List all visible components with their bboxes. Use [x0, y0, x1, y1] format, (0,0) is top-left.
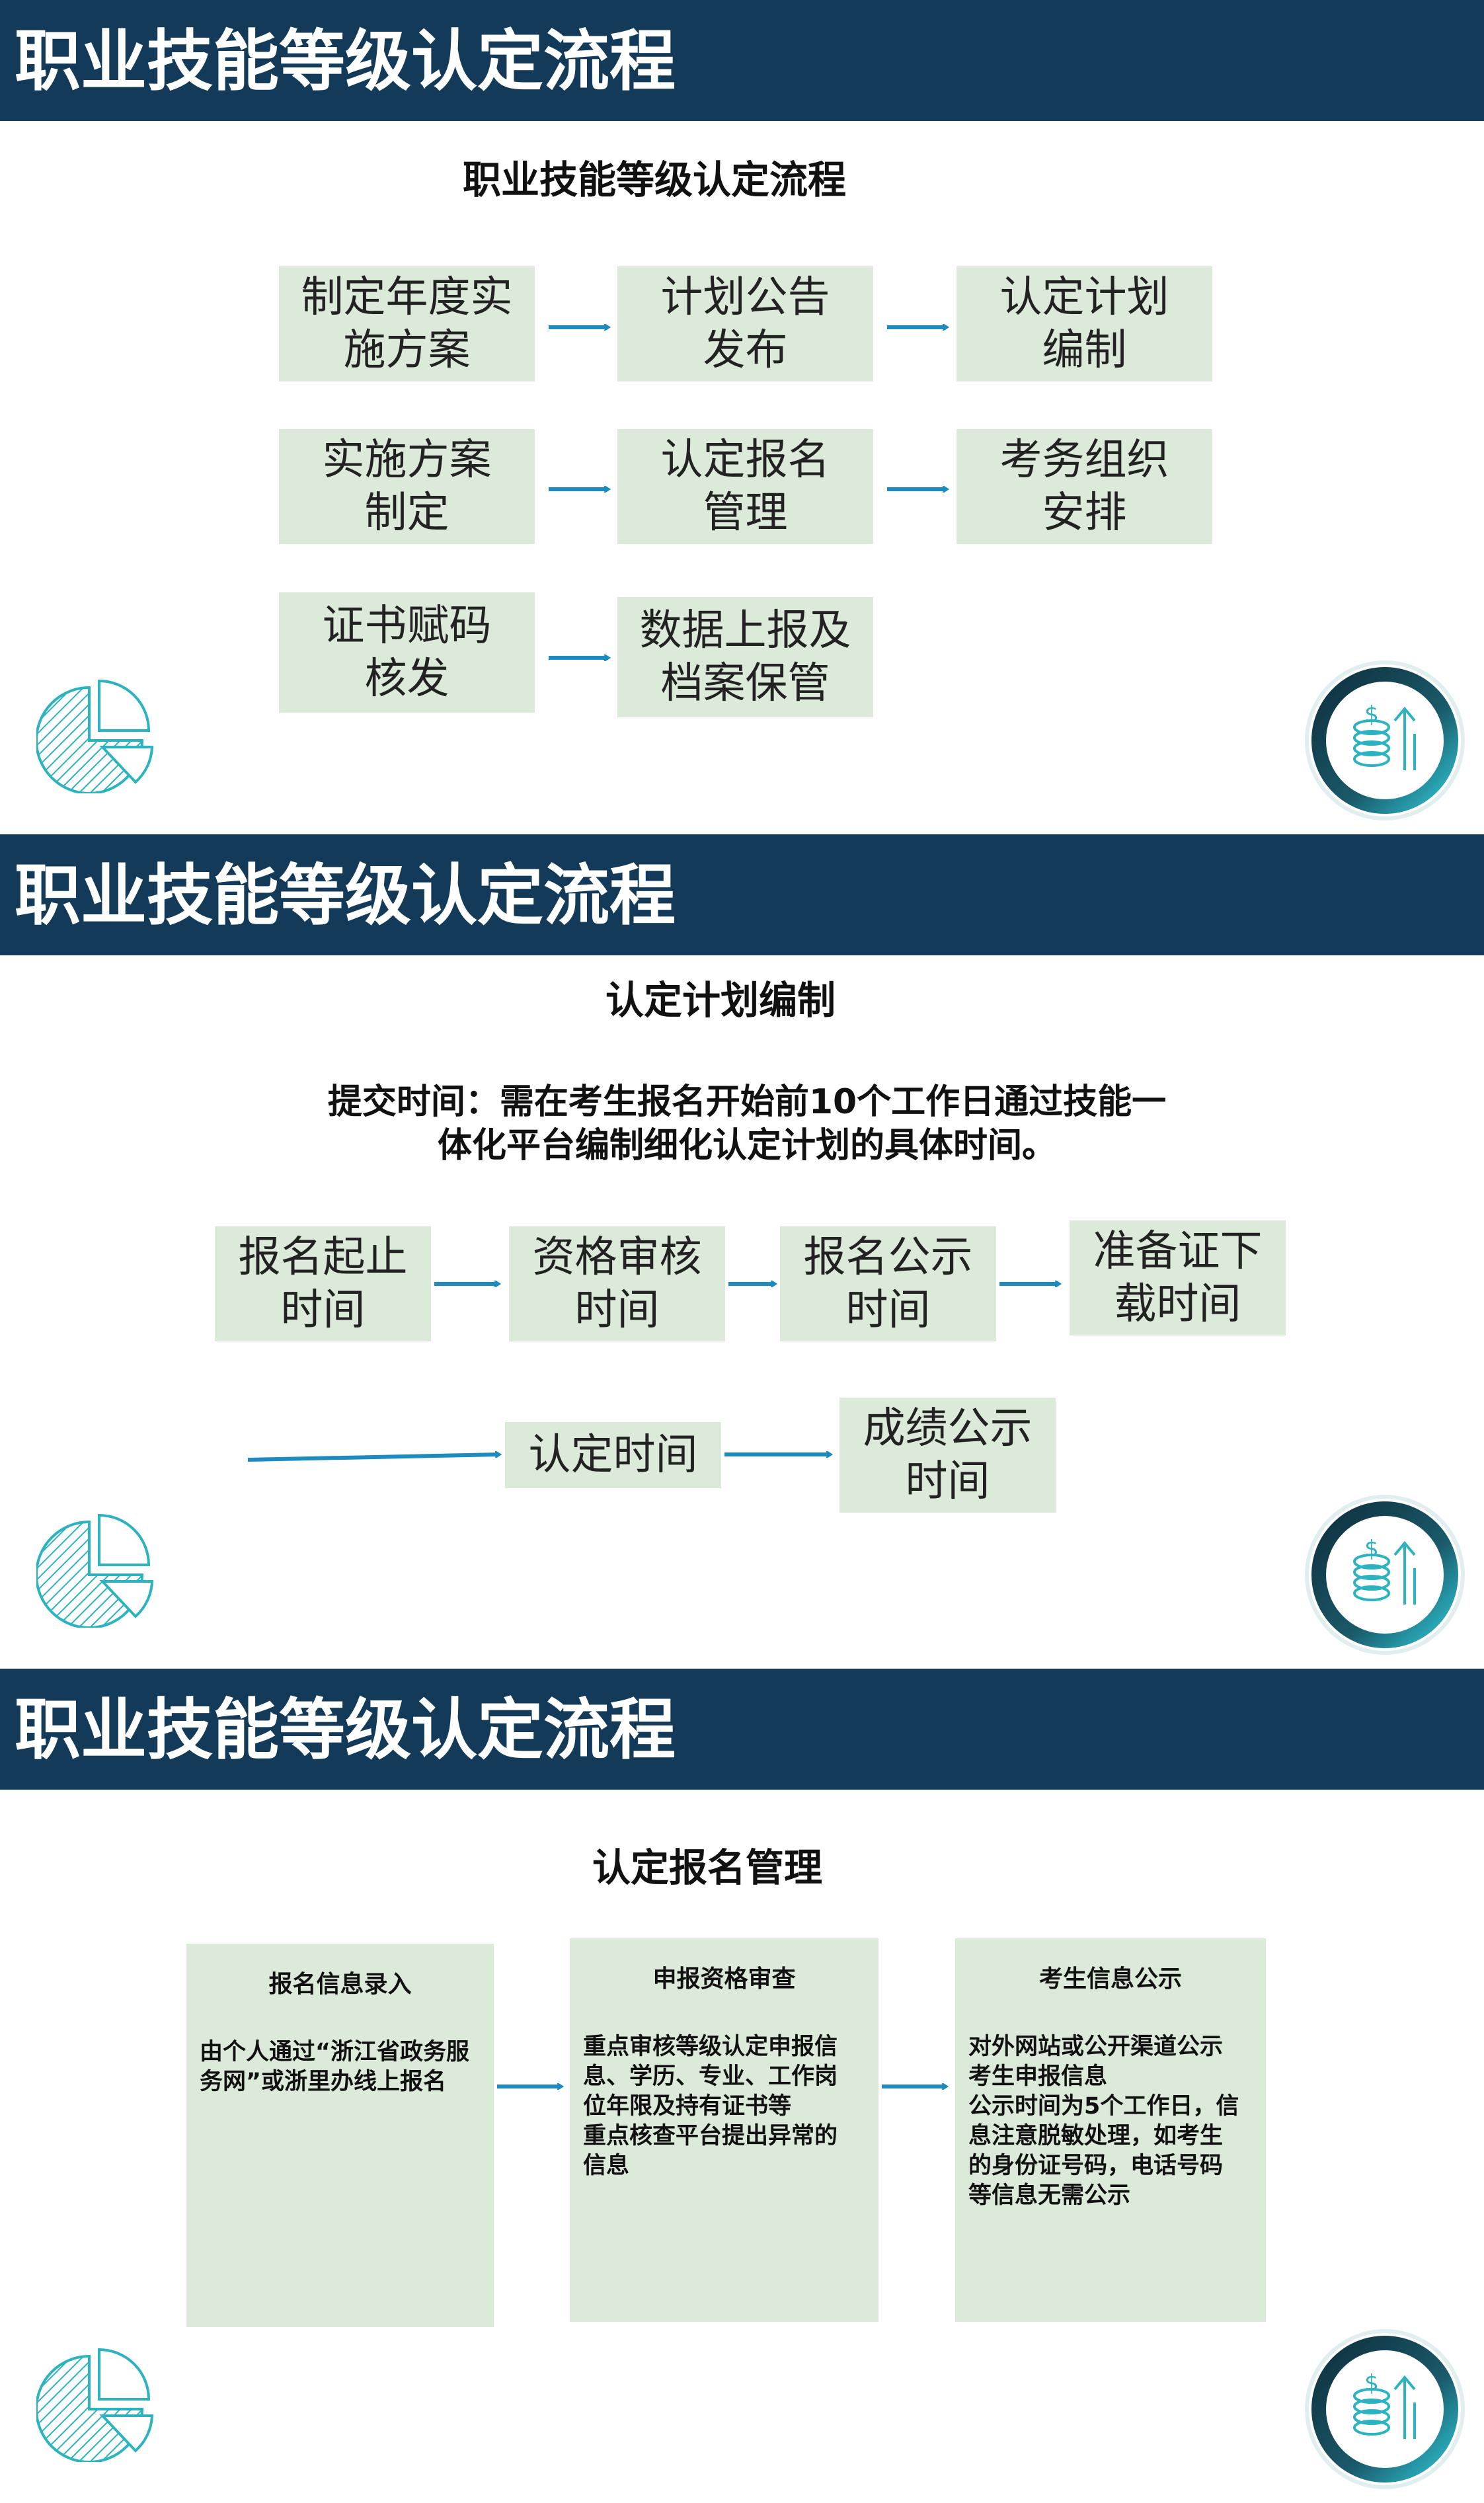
coin-growth-icon: $ — [1305, 2329, 1465, 2489]
pie-chart-icon — [36, 2348, 154, 2462]
card-body: 对外网站或公开渠道公示 考生申报信息 公示时间为5个工作日，信 息注意脱敏处理，… — [968, 2034, 1239, 2209]
step-box: 认定报名 管理 — [617, 429, 873, 544]
slide-header: 职业技能等级认定流程 — [0, 0, 1484, 121]
step-box: 考务组织 安排 — [957, 429, 1212, 544]
slide-2: 职业技能等级认定流程 认定计划编制 提交时间：需在考生报名开始前10个工作日通过… — [0, 834, 1484, 1669]
pie-chart-icon — [36, 1513, 154, 1628]
submit-time-note: 体化平台编制细化认定计划的具体时间。 — [437, 1126, 1056, 1166]
flow-arrow — [434, 1271, 509, 1297]
flow-arrow — [728, 1271, 785, 1297]
step-box: 实施方案 制定 — [279, 429, 535, 544]
step-box: 认定计划 编制 — [957, 266, 1212, 381]
step-box: 准备证下 载时间 — [1070, 1220, 1286, 1335]
flow-arrow — [549, 314, 618, 340]
step-box: 数据上报及 档案保管 — [617, 597, 873, 717]
flow-arrow — [549, 476, 618, 502]
flow-arrow — [887, 476, 957, 502]
coin-growth-icon: $ — [1305, 660, 1465, 820]
step-box: 成绩公示 时间 — [840, 1398, 1056, 1513]
card-title: 报名信息录入 — [268, 1971, 412, 1998]
slide-subtitle: 认定报名管理 — [592, 1845, 822, 1890]
step-box: 认定时间 — [505, 1422, 721, 1488]
svg-text:$: $ — [1364, 1536, 1379, 1562]
step-box: 报名公示 时间 — [780, 1226, 996, 1341]
slide-subtitle: 认定计划编制 — [605, 978, 836, 1023]
process-card: 申报资格审查 重点审核等级认定申报信 息、学历、专业、工作岗 位年限及持有证书等… — [570, 1938, 879, 2322]
step-box: 报名起止 时间 — [215, 1226, 431, 1341]
header-title: 职业技能等级认定流程 — [15, 22, 676, 100]
flow-arrow — [999, 1271, 1069, 1297]
card-title: 考生信息公示 — [1038, 1966, 1182, 1993]
process-card: 考生信息公示 对外网站或公开渠道公示 考生申报信息 公示时间为5个工作日，信 息… — [955, 1938, 1266, 2322]
card-body: 由个人通过“浙江省政务服 务网”或浙里办线上报名 — [200, 2039, 470, 2095]
slide-header: 职业技能等级认定流程 — [0, 1669, 1484, 1790]
card-body: 重点审核等级认定申报信 息、学历、专业、工作岗 位年限及持有证书等 重点核查平台… — [583, 2034, 838, 2179]
header-title: 职业技能等级认定流程 — [15, 1691, 676, 1768]
flow-arrow — [887, 314, 957, 340]
flow-arrow — [724, 1441, 840, 1468]
submit-time-note: 提交时间：需在考生报名开始前10个工作日通过技能一 — [327, 1082, 1167, 1122]
slide-3: 职业技能等级认定流程 认定报名管理 报名信息录入 由个人通过“浙江省政务服 务网… — [0, 1669, 1484, 2503]
svg-text:$: $ — [1364, 2370, 1379, 2397]
process-card: 报名信息录入 由个人通过“浙江省政务服 务网”或浙里办线上报名 — [186, 1944, 494, 2327]
flow-arrow — [549, 645, 618, 671]
card-title: 申报资格审查 — [652, 1966, 796, 1993]
step-box: 计划公告 发布 — [617, 266, 873, 381]
svg-text:$: $ — [1364, 701, 1379, 728]
pie-chart-icon — [36, 679, 154, 793]
slide-subtitle: 职业技能等级认定流程 — [462, 157, 846, 202]
flow-arrow — [497, 2073, 572, 2100]
step-box: 证书赋码 核发 — [279, 592, 535, 713]
header-title: 职业技能等级认定流程 — [15, 857, 676, 934]
flow-arrow — [247, 1443, 509, 1462]
coin-growth-icon: $ — [1305, 1495, 1465, 1655]
slide-header: 职业技能等级认定流程 — [0, 834, 1484, 955]
step-box: 资格审核 时间 — [509, 1226, 725, 1341]
step-box: 制定年度实 施方案 — [279, 266, 535, 381]
slide-1: 职业技能等级认定流程 职业技能等级认定流程 制定年度实 施方案 计划公告 发布 … — [0, 0, 1484, 834]
flow-arrow — [882, 2073, 957, 2100]
